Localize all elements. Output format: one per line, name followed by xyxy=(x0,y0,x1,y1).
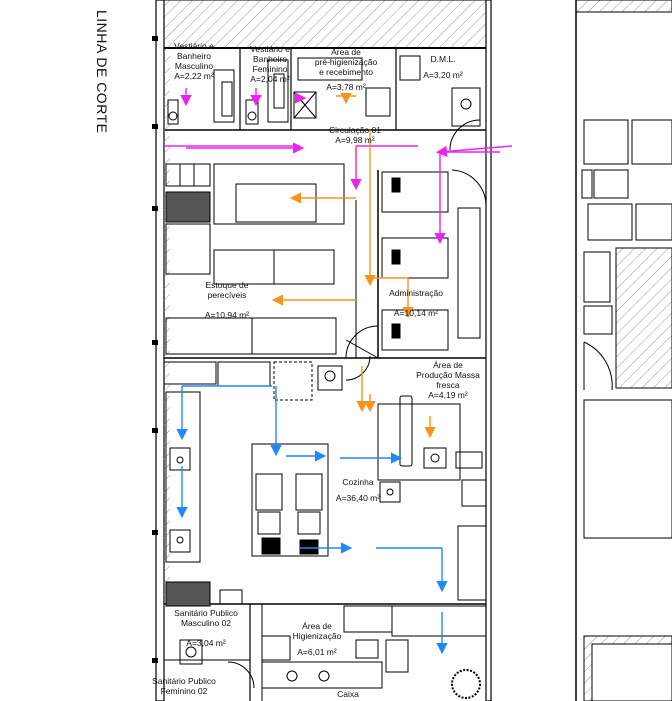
staff-flow-arrows xyxy=(164,88,513,245)
room-label-dml: D.M.L. A=3,20 m² xyxy=(410,54,476,80)
admin-furniture xyxy=(381,169,487,351)
room-label-administracao: Administração A=10,14 m² xyxy=(380,288,452,318)
room-label-caixa: Caixa xyxy=(337,689,359,699)
bottom-fixtures xyxy=(179,589,487,699)
circulation-fixtures xyxy=(165,163,379,359)
dml-fixtures xyxy=(399,55,481,151)
room-area: A=10,94 m² xyxy=(204,310,250,320)
supply-flow-arrows xyxy=(271,93,436,439)
room-area: A=2,22 m² xyxy=(174,71,214,81)
kitchen-fixtures xyxy=(163,355,487,607)
section-cut-label: LINHA DE CORTE xyxy=(94,10,110,134)
walls xyxy=(155,0,492,701)
room-label-circulacao: Circulação 01 A=9,98 m² xyxy=(312,125,398,145)
room-label-cozinha: Cozinha A=36,40 m² xyxy=(326,477,390,503)
room-area: A=2,04 m² xyxy=(250,74,290,84)
vestiario-fixtures xyxy=(167,59,289,125)
room-area: A=3,78 m² xyxy=(326,82,366,92)
room-area: A=3,04 m² xyxy=(186,638,226,648)
room-area: A=3,20 m² xyxy=(423,70,463,80)
room-area: A=4,19 m² xyxy=(428,390,468,400)
room-area: A=6,01 m² xyxy=(297,647,337,657)
room-area: A=36,40 m² xyxy=(335,493,381,503)
wall-ticks xyxy=(152,36,158,663)
neighbor-building xyxy=(575,0,672,701)
room-area: A=10,14 m² xyxy=(393,308,439,318)
room-area: A=9,98 m² xyxy=(335,135,375,145)
kitchen-flow-arrows xyxy=(176,385,448,655)
left-column-hatch xyxy=(164,48,170,608)
